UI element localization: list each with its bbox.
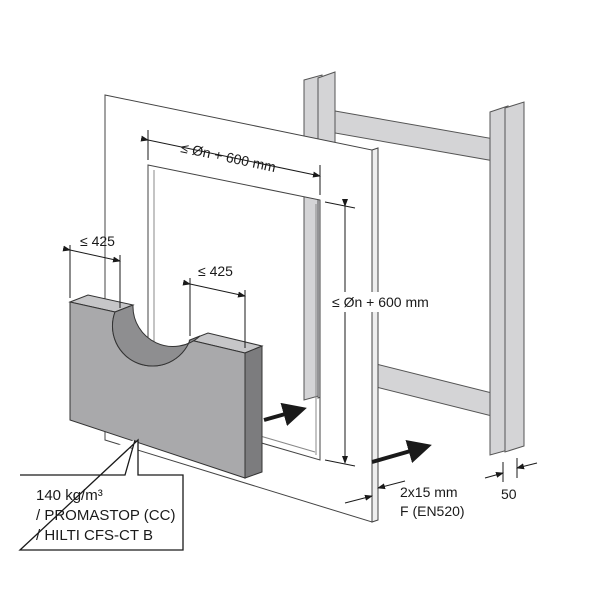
- board-standard-label: F (EN520): [400, 503, 465, 519]
- callout-product-1: / PROMASTOP (CC): [36, 507, 175, 524]
- block-left-width-label: ≤ 425: [80, 233, 115, 249]
- block-cutout-surface: [111, 304, 201, 367]
- fire-block: [68, 294, 264, 479]
- board-edge: [371, 147, 379, 523]
- callout-product-2: / HILTI CFS-CT B: [36, 527, 153, 544]
- frame-depth-label: 50: [501, 486, 517, 502]
- dimension-board-thickness: [344, 480, 406, 504]
- label-bg: [330, 292, 440, 312]
- dimension-opening-height: [324, 199, 356, 467]
- opening-height-label: ≤ Øn + 600 mm: [332, 294, 429, 310]
- board-thickness-label: 2x15 mm: [400, 484, 458, 500]
- block-right-width-label: ≤ 425: [198, 263, 233, 279]
- dimension-block-right: [182, 278, 246, 348]
- frame-beam-bottom: [359, 359, 501, 419]
- dimension-block-left: [62, 245, 121, 308]
- frame-post-right-flange: [504, 101, 525, 453]
- assembly-arrow-block: [263, 402, 307, 426]
- material-callout: 140 kg/m³ / PROMASTOP (CC) / HILTI CFS-C…: [18, 438, 184, 551]
- dimension-frame-depth: [484, 458, 538, 482]
- block-side-face: [244, 345, 263, 479]
- assembly-arrow-frame: [371, 439, 432, 464]
- callout-density: 140 kg/m³: [36, 487, 103, 504]
- dimension-opening-width: [140, 130, 321, 195]
